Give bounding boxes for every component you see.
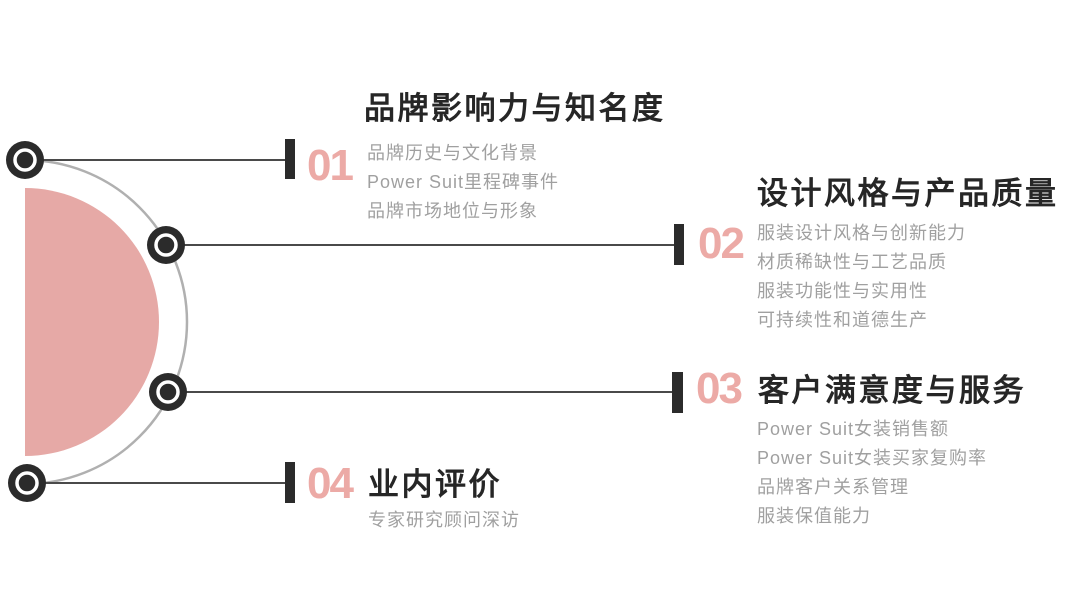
section-title: 设计风格与产品质量 [757,176,1059,211]
node-marker-icon-02 [147,226,185,264]
section-item-list: 品牌历史与文化背景 Power Suit里程碑事件 品牌市场地位与形象 [367,139,559,226]
section-number: 02 [698,219,745,268]
section-item: 品牌历史与文化背景 [367,143,538,163]
marker-bar-01 [285,139,295,179]
section-item: Power Suit里程碑事件 [367,172,560,192]
section-number: 01 [307,141,354,190]
section-number: 04 [307,459,354,508]
section-item-list: Power Suit女装销售额 Power Suit女装买家复购率 品牌客户关系… [757,415,987,531]
section-item: 服装保值能力 [757,506,871,526]
marker-bar-03 [672,372,683,413]
section-item: Power Suit女装买家复购率 [757,448,988,468]
section-item: 品牌市场地位与形象 [367,201,538,221]
section-item: 品牌客户关系管理 [757,477,909,497]
node-marker-icon-04 [8,464,46,502]
section-item: 可持续性和道德生产 [757,310,928,330]
node-marker-icon-03 [149,373,187,411]
section-item-list: 专家研究顾问深访 [368,506,520,535]
section-number: 03 [696,364,743,413]
section-item: 服装功能性与实用性 [757,281,928,301]
half-circle-shape [25,188,159,456]
marker-bar-04 [285,462,295,503]
section-item-list: 服装设计风格与创新能力 材质稀缺性与工艺品质 服装功能性与实用性 可持续性和道德… [757,219,966,335]
section-title: 品牌影响力与知名度 [364,91,666,126]
section-title: 客户满意度与服务 [758,373,1026,408]
section-item: 服装设计风格与创新能力 [757,223,966,243]
marker-bar-02 [674,224,684,265]
section-item: Power Suit女装销售额 [757,419,950,439]
section-item: 材质稀缺性与工艺品质 [757,252,947,272]
section-title: 业内评价 [368,467,502,502]
node-marker-icon-01 [6,141,44,179]
section-item: 专家研究顾问深访 [368,510,520,530]
arc-outline [24,158,189,486]
